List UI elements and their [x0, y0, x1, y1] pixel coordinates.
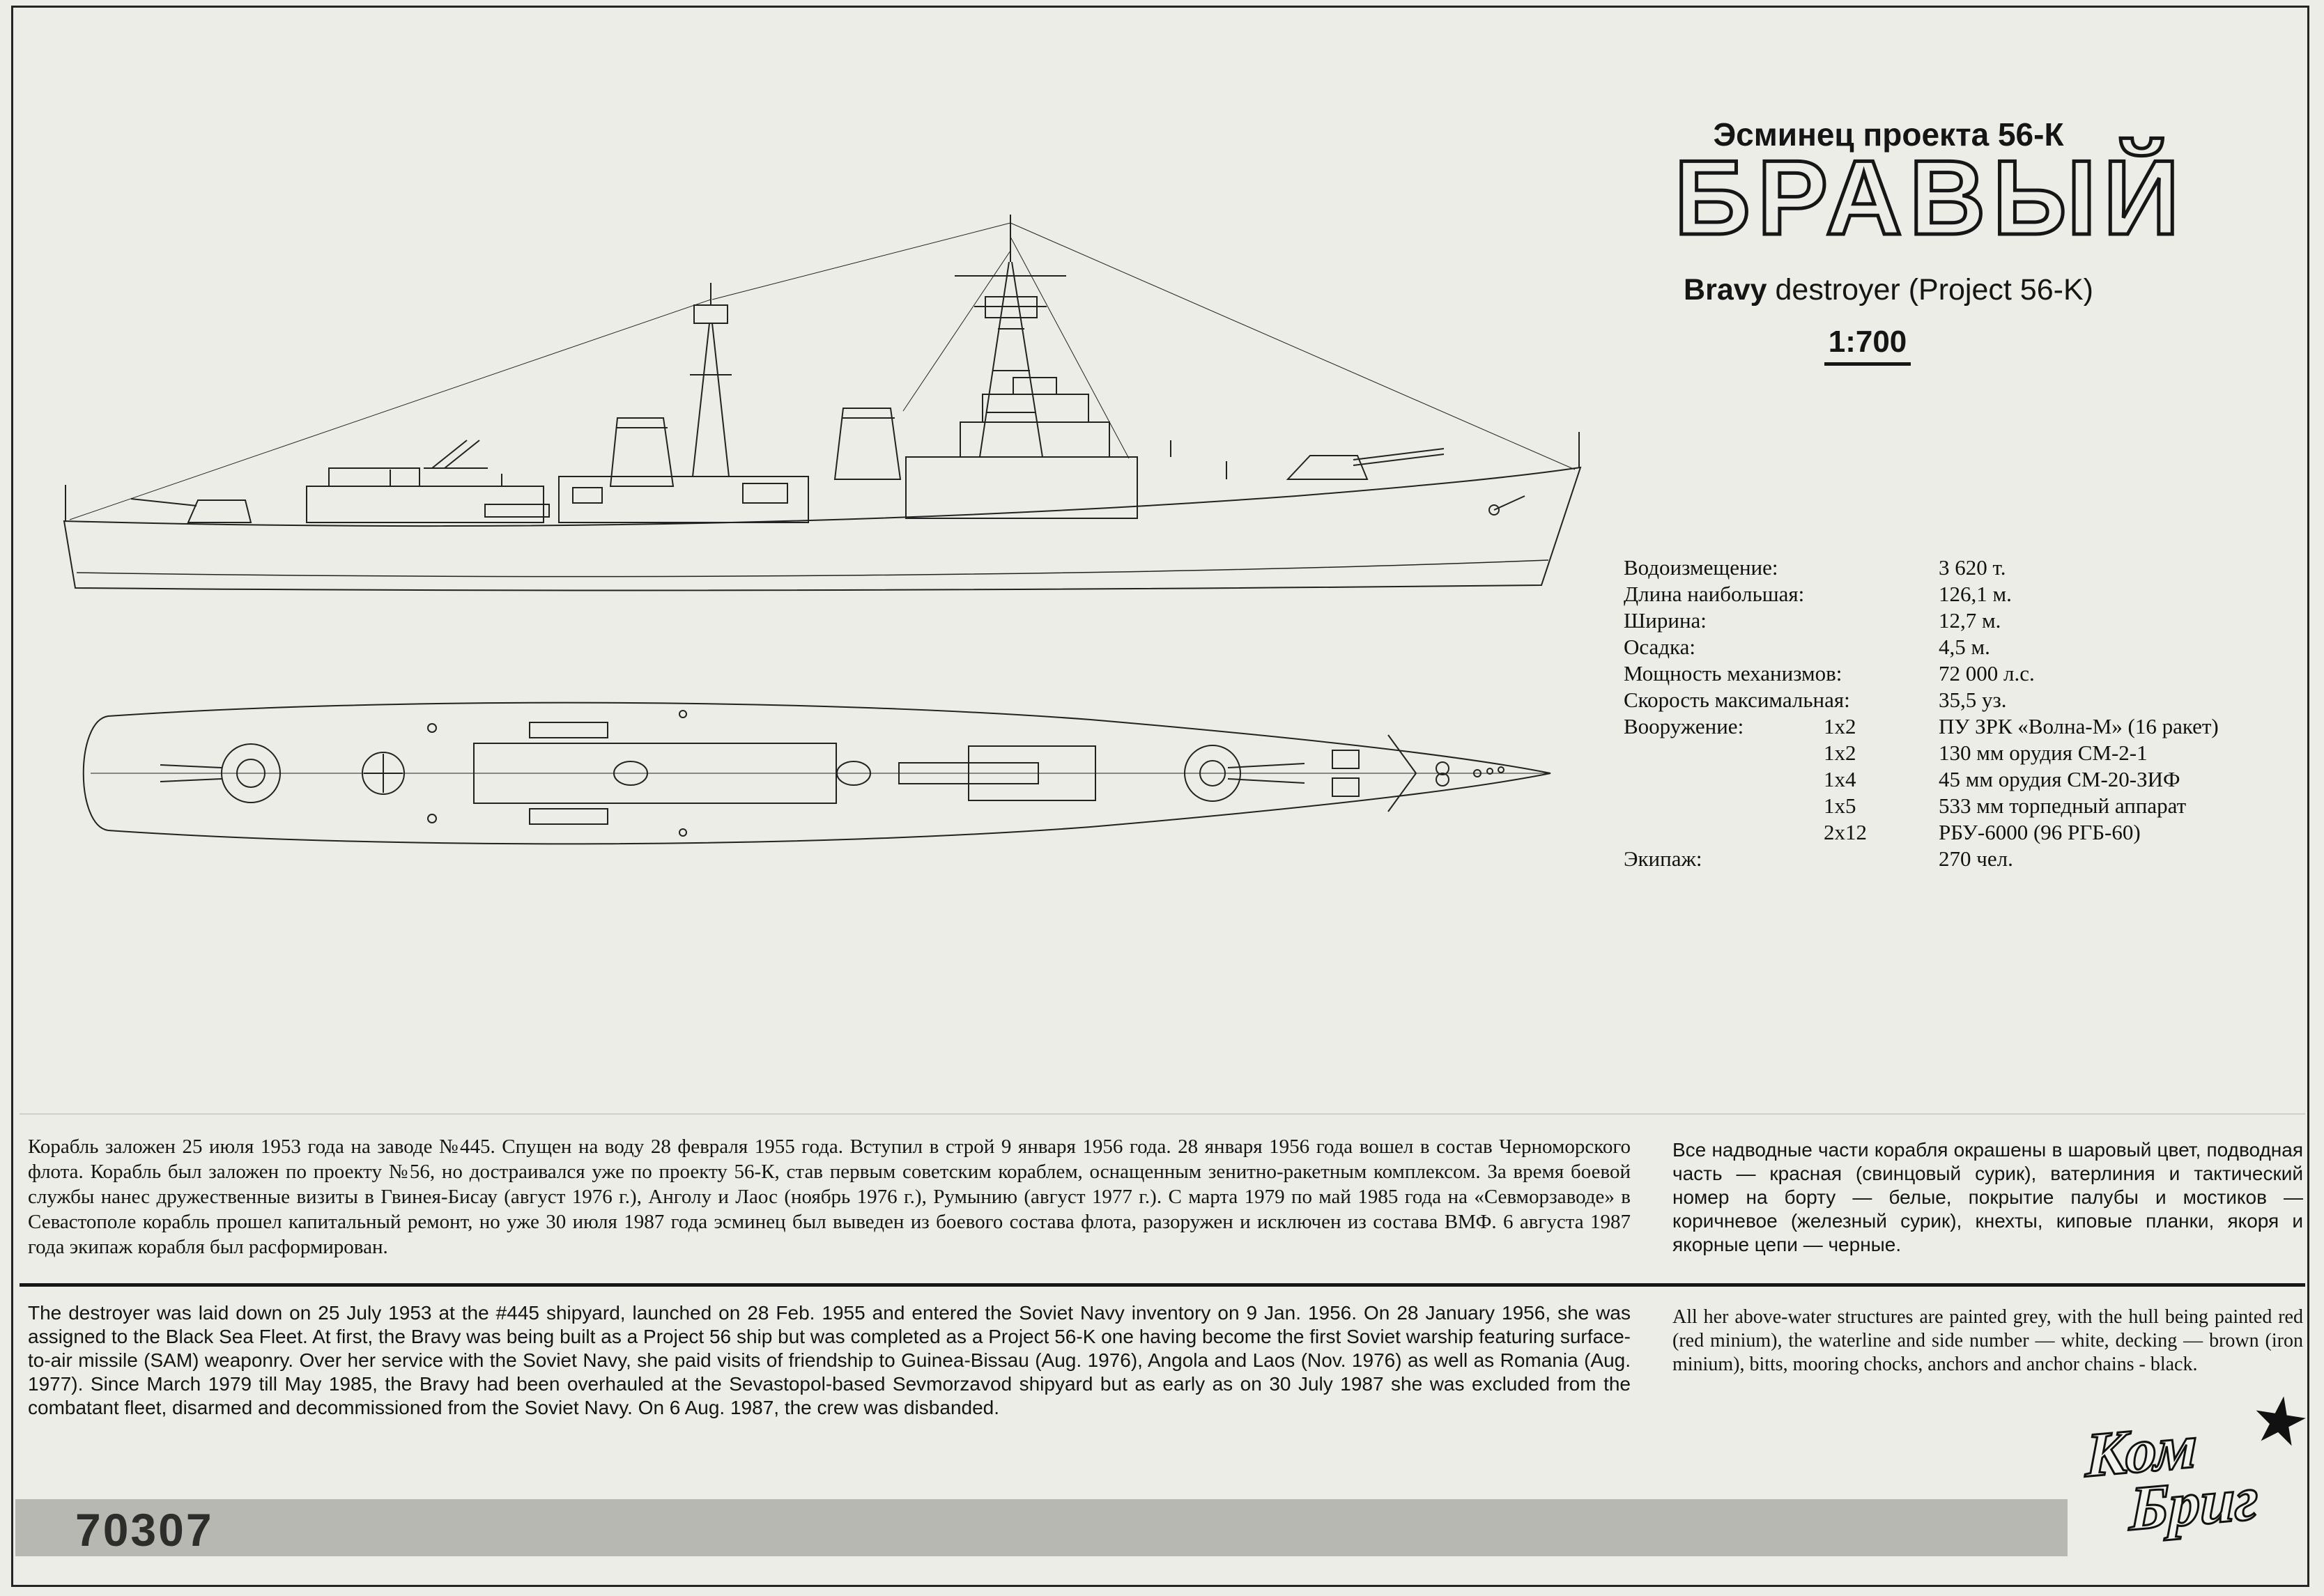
- kombrig-logo: ★ Ком Бриг: [2080, 1380, 2324, 1596]
- armament-desc: РБУ-6000 (96 РГБ-60): [1939, 820, 2141, 844]
- spec-row-beam: Ширина: 12,7 м.: [1624, 607, 2321, 634]
- armament-qty: 1x2: [1824, 714, 1856, 738]
- armament-label: Вооружение:: [1624, 714, 1744, 738]
- light-divider: [20, 1113, 2305, 1115]
- ship-title-en: Bravy destroyer (Project 56-K): [1624, 273, 2153, 307]
- spec-label: Длина наибольшая:: [1624, 582, 1805, 606]
- specifications-list: Водоизмещение: 3 620 т. Длина наибольшая…: [1624, 555, 2321, 872]
- history-paragraph-en: The destroyer was laid down on 25 July 1…: [28, 1302, 1631, 1418]
- ship-deck-plan-drawing: [82, 702, 1551, 845]
- spec-label: Осадка:: [1624, 635, 1696, 659]
- spec-row-draught: Осадка: 4,5 м.: [1624, 634, 2321, 660]
- spec-value: 3 620 т.: [1939, 555, 2006, 580]
- armament-desc: ПУ ЗРК «Волна-М» (16 ракет): [1939, 714, 2219, 738]
- spec-row-armament-2: 1x2 130 мм орудия СМ-2-1: [1624, 740, 2321, 766]
- spec-row-power: Мощность механизмов: 72 000 л.с.: [1624, 660, 2321, 687]
- ship-title-en-rest: destroyer (Project 56-K): [1767, 273, 2093, 307]
- ship-name-title-ru: БРАВЫЙ: [1672, 139, 2187, 257]
- armament-qty: 1x5: [1824, 793, 1856, 818]
- spec-label: Ширина:: [1624, 608, 1707, 633]
- paint-scheme-paragraph-en: All her above-water structures are paint…: [1672, 1306, 2303, 1375]
- spec-value: 72 000 л.с.: [1939, 661, 2035, 685]
- deck-plan-lines: [82, 702, 1551, 845]
- logo-text-line2: Бриг: [2127, 1462, 2259, 1545]
- scale-label-wrap: 1:700: [1624, 325, 2111, 366]
- spec-value: 35,5 уз.: [1939, 688, 2007, 712]
- ship-name-en: Bravy: [1684, 273, 1767, 307]
- spec-label: Мощность механизмов:: [1624, 661, 1842, 685]
- spec-value: 126,1 м.: [1939, 582, 2012, 606]
- history-paragraph-ru: Корабль заложен 25 июля 1953 года на зав…: [28, 1136, 1631, 1258]
- scale-label: 1:700: [1824, 325, 1911, 366]
- armament-desc: 130 мм орудия СМ-2-1: [1939, 741, 2148, 765]
- armament-desc: 533 мм торпедный аппарат: [1939, 793, 2187, 818]
- kit-number: 70307: [75, 1504, 214, 1556]
- armament-qty: 1x2: [1824, 741, 1856, 765]
- side-profile-lines: [63, 215, 1582, 591]
- spec-row-armament-4: 1x5 533 мм торпедный аппарат: [1624, 793, 2321, 819]
- spec-row-length: Длина наибольшая: 126,1 м.: [1624, 581, 2321, 607]
- section-divider: [20, 1283, 2305, 1287]
- page-border-frame: [11, 6, 2309, 1587]
- crew-label: Экипаж:: [1624, 846, 1702, 871]
- spec-value: 12,7 м.: [1939, 608, 2001, 633]
- project-subtitle-ru: Эсминец проекта 56-К: [1713, 116, 2064, 153]
- spec-row-armament-5: 2x12 РБУ-6000 (96 РГБ-60): [1624, 819, 2321, 846]
- rigging-lines: [69, 222, 1576, 520]
- spec-value: 4,5 м.: [1939, 635, 1990, 659]
- spec-row-displacement: Водоизмещение: 3 620 т.: [1624, 555, 2321, 581]
- kit-number-band: 70307: [15, 1499, 2068, 1556]
- crew-value: 270 чел.: [1939, 846, 2013, 871]
- ship-side-profile-drawing: [63, 215, 1582, 591]
- armament-qty: 1x4: [1824, 767, 1856, 791]
- spec-label: Скорость максимальная:: [1624, 688, 1850, 712]
- armament-qty: 2x12: [1824, 820, 1867, 844]
- paint-scheme-paragraph-ru: Все надводные части корабля окрашены в ш…: [1672, 1139, 2303, 1255]
- spec-label: Водоизмещение:: [1624, 555, 1778, 580]
- spec-row-speed: Скорость максимальная: 35,5 уз.: [1624, 687, 2321, 713]
- spec-row-armament-1: Вооружение: 1x2 ПУ ЗРК «Волна-М» (16 рак…: [1624, 713, 2321, 740]
- armament-desc: 45 мм орудия СМ-20-ЗИФ: [1939, 767, 2180, 791]
- spec-row-crew: Экипаж: 270 чел.: [1624, 846, 2321, 872]
- spec-row-armament-3: 1x4 45 мм орудия СМ-20-ЗИФ: [1624, 766, 2321, 793]
